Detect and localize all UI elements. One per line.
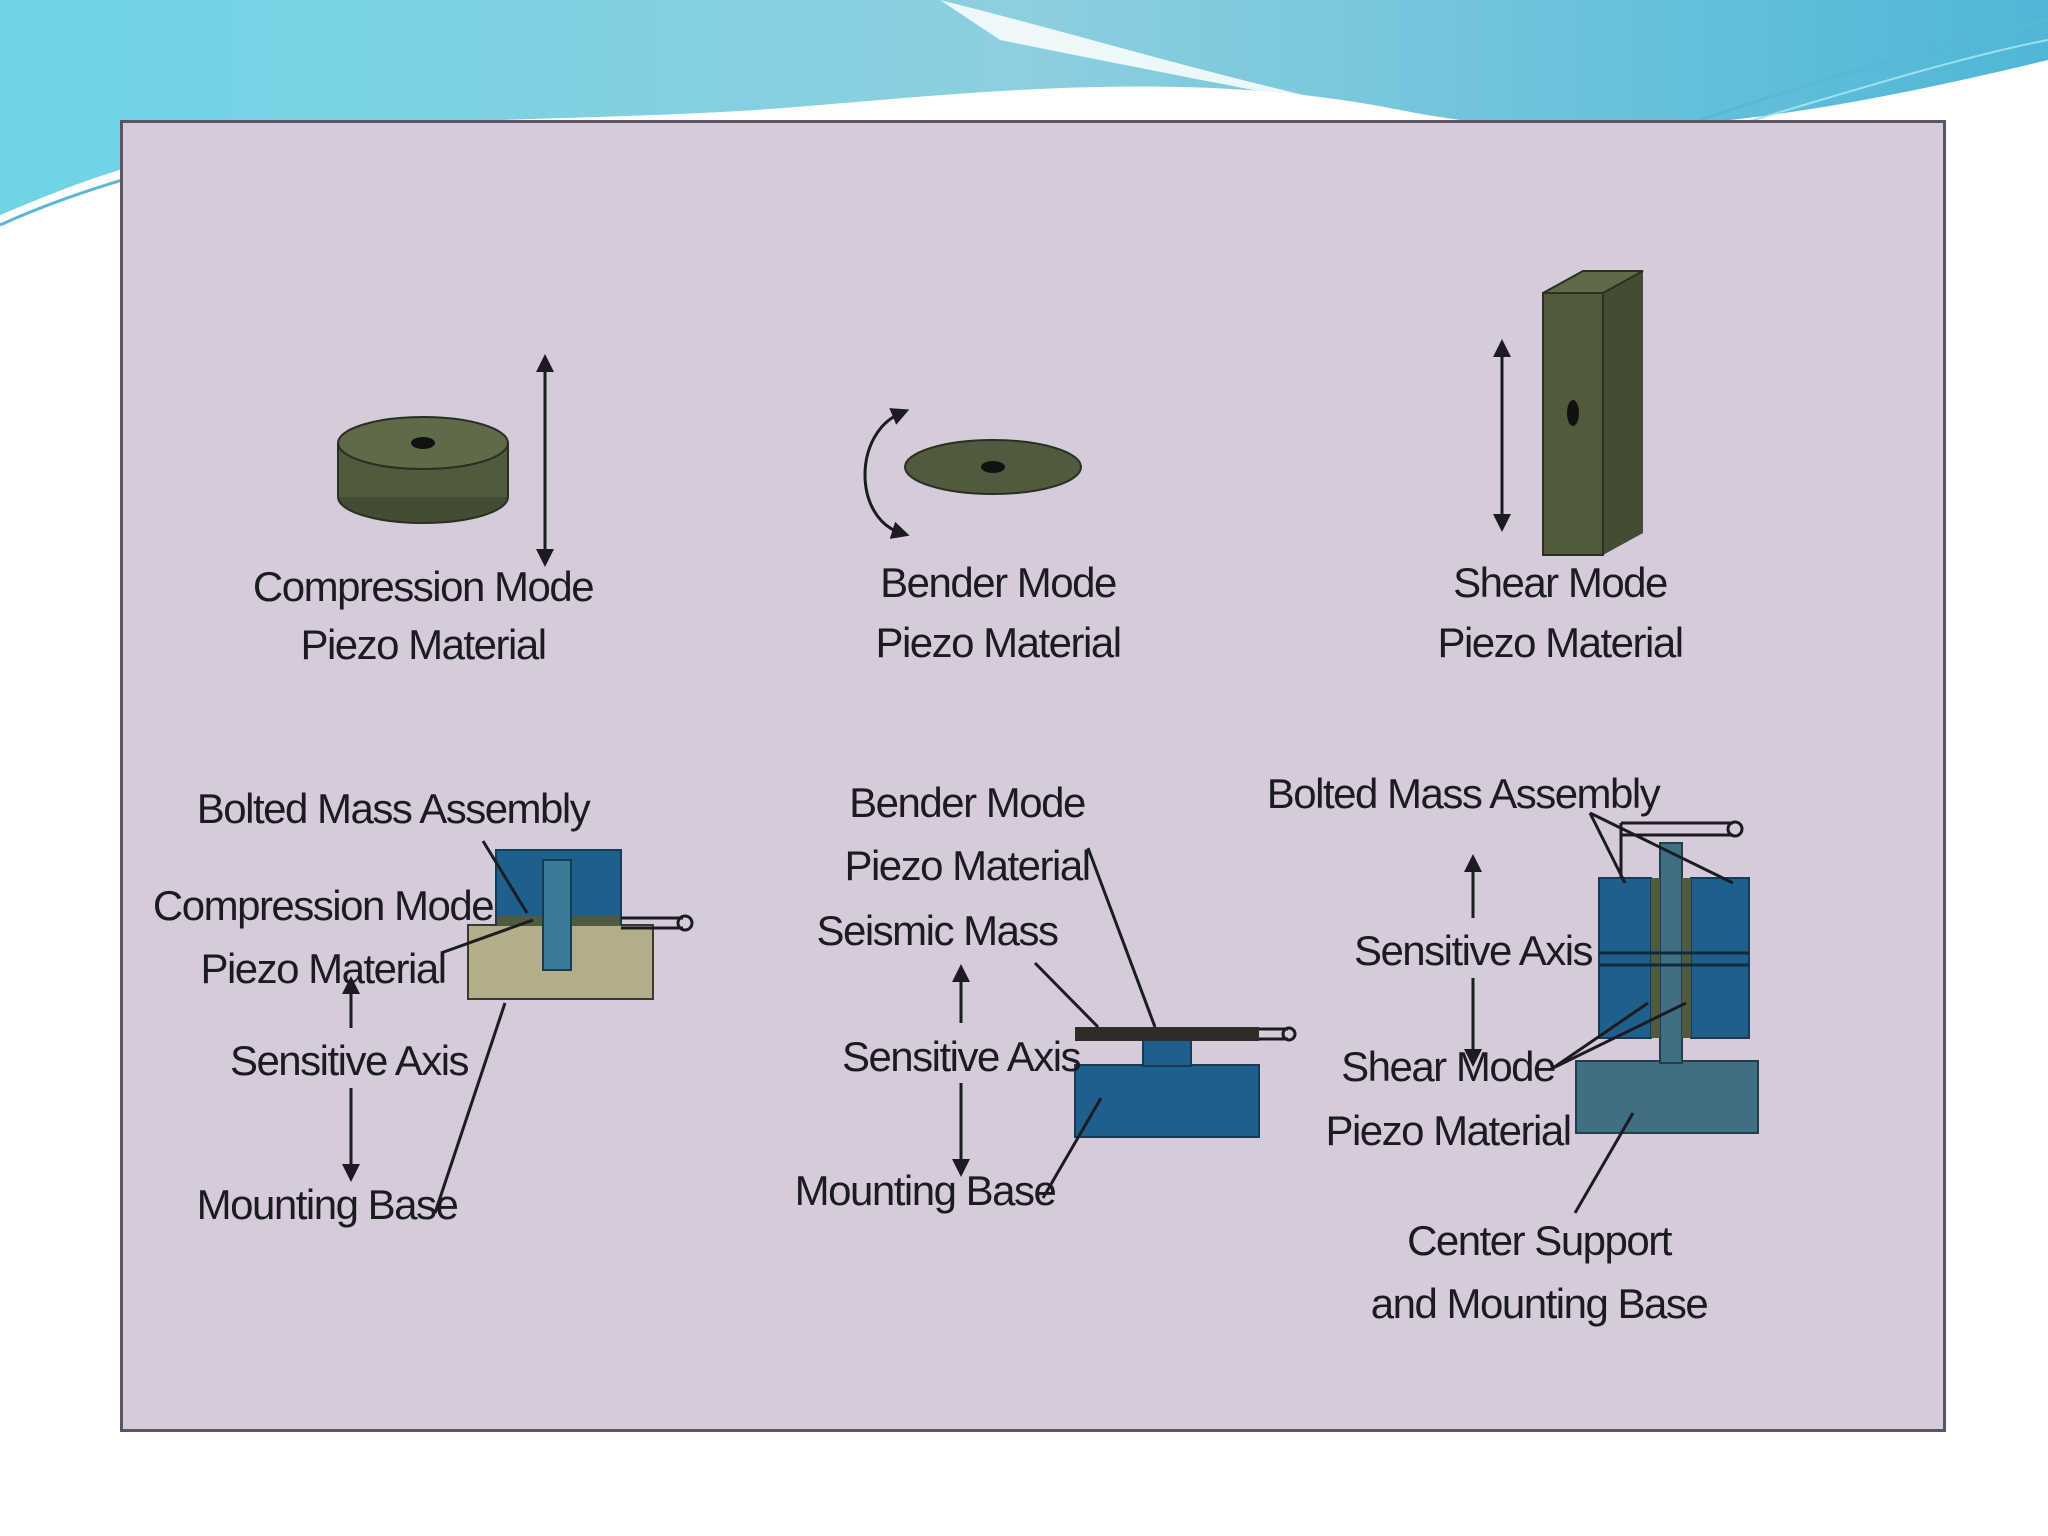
shear-piezo-label-line2: Piezo Material <box>1325 1107 1570 1154</box>
bender-label-line2: Piezo Material <box>875 619 1120 666</box>
compression-disc-icon <box>337 416 509 524</box>
leader-line <box>1552 1001 1649 1070</box>
leader-line <box>1552 1001 1687 1070</box>
shear-label-line2: Piezo Material <box>1437 619 1682 666</box>
shear-support-label-line2: and Mounting Base <box>1371 1280 1708 1327</box>
leader-line <box>481 840 529 914</box>
leader-line <box>1573 1112 1635 1214</box>
leader-line <box>433 1002 507 1214</box>
leader-line <box>1086 847 1157 1028</box>
compression-assembly-drawing <box>467 849 694 1000</box>
bender-sensitive-axis-label: Sensitive Axis <box>842 1033 1081 1080</box>
diagram-panel: Compression Mode Piezo Material Bender M… <box>120 120 1946 1432</box>
bender-seismic-mass-label: Seismic Mass <box>816 907 1058 954</box>
leader-line <box>1033 961 1100 1029</box>
compression-mounting-base-label: Mounting Base <box>197 1181 458 1228</box>
piezo-modes-diagram: Compression Mode Piezo Material Bender M… <box>153 270 1759 1327</box>
bender-disc-icon <box>904 439 1082 495</box>
shear-support-label-line1: Center Support <box>1407 1217 1673 1264</box>
shear-piezo-label-line1: Shear Mode <box>1341 1043 1555 1090</box>
shear-label-line1: Shear Mode <box>1453 559 1667 606</box>
shear-sensitive-axis-label: Sensitive Axis <box>1354 927 1593 974</box>
leader-line <box>1588 812 1627 884</box>
compression-bolted-mass-label: Bolted Mass Assembly <box>197 785 591 832</box>
compression-label-line2: Piezo Material <box>300 621 545 668</box>
leader-line <box>1589 811 1734 885</box>
bender-assembly-piezo-label-line1: Bender Mode <box>849 779 1085 826</box>
compression-piezo-label-line1: Compression Mode <box>153 882 493 929</box>
bender-label-line1: Bender Mode <box>880 559 1116 606</box>
leader-line <box>1041 1097 1103 1199</box>
bender-mounting-base-label: Mounting Base <box>795 1167 1056 1214</box>
compression-sensitive-axis-label: Sensitive Axis <box>230 1037 469 1084</box>
leader-line <box>440 918 534 955</box>
shear-bolted-mass-label: Bolted Mass Assembly <box>1267 770 1661 817</box>
bender-assembly-piezo-label-line2: Piezo Material <box>844 842 1089 889</box>
bender-assembly-drawing <box>1074 1026 1297 1138</box>
compression-piezo-label-line2: Piezo Material <box>200 945 445 992</box>
bender-rotation-arrow <box>863 408 910 539</box>
compression-label-line1: Compression Mode <box>253 563 593 610</box>
shear-assembly-drawing <box>1575 820 1759 1134</box>
shear-plate-icon <box>1542 270 1644 556</box>
